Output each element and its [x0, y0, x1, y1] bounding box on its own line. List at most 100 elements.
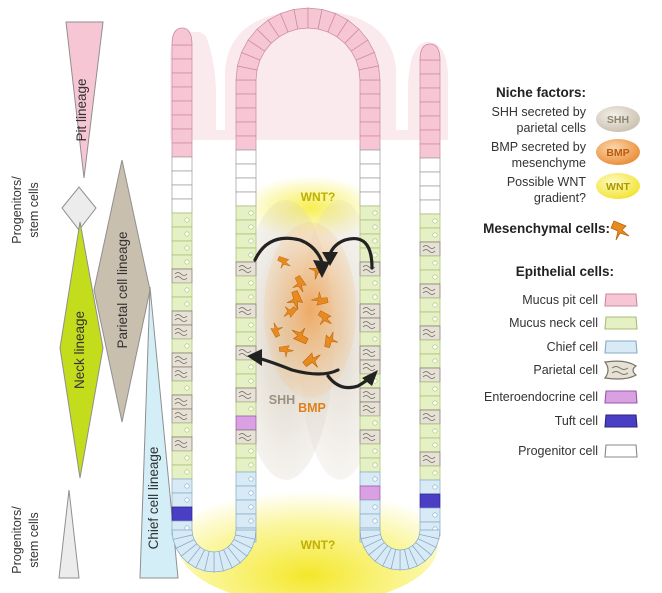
cell-nucleus: [249, 365, 253, 369]
cell-nucleus: [433, 513, 437, 517]
epithelial-cell: [420, 494, 440, 508]
epithelial-cell: [172, 353, 192, 367]
cell-nucleus: [185, 288, 189, 292]
epithelial-cell: [420, 200, 440, 214]
epithelial-cell: [420, 284, 440, 298]
cell-nucleus: [249, 225, 253, 229]
cell-nucleus: [373, 225, 377, 229]
epithelial-cell: [172, 143, 192, 157]
cell-nucleus: [249, 407, 253, 411]
legend-cell-label: Enteroendocrine cell: [484, 390, 598, 404]
epithelial-cell: [420, 410, 440, 424]
cell-nucleus: [433, 443, 437, 447]
cell-nucleus: [373, 519, 377, 523]
cell-nucleus: [185, 232, 189, 236]
cell-nucleus: [433, 261, 437, 265]
cell-nucleus: [373, 337, 377, 341]
epithelial-cell: [420, 144, 440, 158]
epithelial-cell: [360, 486, 380, 500]
cell-nucleus: [373, 295, 377, 299]
cell-nucleus: [249, 281, 253, 285]
legend-cell-label: Tuft cell: [555, 414, 598, 428]
cell-nucleus: [433, 345, 437, 349]
niche-wnt-line1: Possible WNT: [507, 175, 587, 189]
cell-nucleus: [373, 253, 377, 257]
epithelial-cell: [236, 304, 256, 318]
epithelial-cell: [172, 507, 192, 521]
mesenchymal-cells-title: Mesenchymal cells:: [483, 221, 610, 236]
cell-nucleus: [185, 246, 189, 250]
epithelial-cell: [236, 192, 256, 206]
epithelial-cell: [360, 192, 380, 206]
epithelial-cell: [236, 178, 256, 192]
epithelial-cell: [360, 318, 380, 332]
progenitor-cell-icon: [605, 445, 637, 457]
epithelial-cell: [360, 430, 380, 444]
neck-lineage-label: Neck lineage: [72, 311, 87, 389]
mucus-pit-cell-icon: [605, 294, 637, 306]
epithelial-cell: [172, 409, 192, 423]
epithelial-cell: [360, 80, 380, 94]
cell-nucleus: [433, 275, 437, 279]
cell-nucleus: [249, 253, 253, 257]
cell-nucleus: [433, 429, 437, 433]
cell-nucleus: [249, 337, 253, 341]
cell-nucleus: [185, 470, 189, 474]
bmp-label: BMP: [298, 401, 326, 415]
epithelial-cell: [360, 136, 380, 150]
cell-nucleus: [249, 295, 253, 299]
epithelial-cell: [236, 150, 256, 164]
cell-nucleus: [433, 303, 437, 307]
cell-nucleus: [249, 491, 253, 495]
cell-nucleus: [249, 477, 253, 481]
niche-bmp-line1: BMP secreted by: [491, 140, 587, 154]
parietal-cell-icon: [605, 361, 636, 379]
epithelial-cell: [172, 325, 192, 339]
cell-nucleus: [373, 281, 377, 285]
epithelial-cell: [172, 185, 192, 199]
epithelial-cell: [172, 395, 192, 409]
epithelial-cell: [236, 262, 256, 276]
cell-nucleus: [185, 484, 189, 488]
epithelial-cell: [420, 368, 440, 382]
epithelial-cell: [420, 242, 440, 256]
pit-lineage-label: Pit lineage: [74, 78, 89, 141]
epithelial-cell: [236, 108, 256, 122]
progenitors-top-label-2: stem cells: [27, 182, 41, 238]
epithelial-cell: [420, 172, 440, 186]
epithelial-cell: [420, 326, 440, 340]
epithelial-cell: [360, 402, 380, 416]
epithelial-cell: [236, 416, 256, 430]
epithelial-cell: [236, 80, 256, 94]
niche-factors-title: Niche factors:: [496, 85, 586, 100]
epithelial-cell: [172, 115, 192, 129]
epithelial-cell: [172, 73, 192, 87]
epithelial-cell: [420, 60, 440, 74]
niche-bmp-line2: mesenchyme: [512, 156, 586, 170]
cell-nucleus: [249, 211, 253, 215]
niche-shh-line1: SHH secreted by: [492, 105, 587, 119]
cell-nucleus: [185, 386, 189, 390]
legend-cell-label: Progenitor cell: [518, 444, 598, 458]
progenitors-bottom-label-1: Progenitors/: [10, 506, 24, 574]
epithelial-cell: [360, 178, 380, 192]
cell-nucleus: [249, 519, 253, 523]
cell-nucleus: [433, 359, 437, 363]
shh-label: SHH: [269, 393, 295, 407]
pit-tip-left: [172, 28, 192, 45]
epithelial-cell: [172, 171, 192, 185]
epithelial-cell: [420, 130, 440, 144]
mesenchymal-cell-icon: [611, 221, 629, 240]
gastric-gland: WNT? WNT? SHH BMP: [170, 8, 448, 593]
epithelial-cell: [360, 304, 380, 318]
epithelial-cell: [360, 122, 380, 136]
epithelial-cell: [420, 102, 440, 116]
cell-nucleus: [185, 456, 189, 460]
epithelial-cell: [172, 45, 192, 59]
epithelial-cell: [172, 101, 192, 115]
cell-nucleus: [249, 505, 253, 509]
enteroendocrine-cell-icon: [605, 391, 637, 403]
progenitor-wedge-bottom: [59, 490, 79, 578]
cell-nucleus: [373, 505, 377, 509]
cell-nucleus: [185, 526, 189, 530]
